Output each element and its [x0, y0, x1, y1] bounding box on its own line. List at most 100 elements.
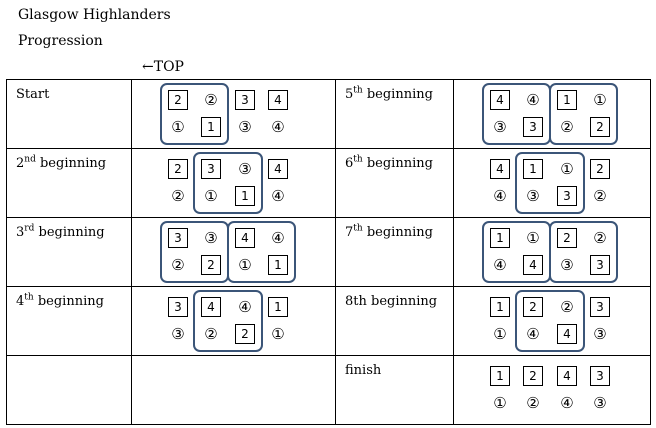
dancer-square: 2 — [590, 159, 610, 179]
dancer-circle: ③ — [238, 160, 252, 178]
dancer-square: 4 — [268, 90, 288, 110]
dancer-square: 4 — [268, 159, 288, 179]
dancer-square: 1 — [268, 297, 288, 317]
dancer-circle: ③ — [493, 118, 507, 136]
dancer-circle: ② — [560, 118, 574, 136]
couple-ring — [227, 221, 296, 283]
dancer-square: 3 — [168, 297, 188, 317]
dancer-circle: ② — [560, 298, 574, 316]
dancer-circle: ④ — [271, 118, 285, 136]
figure-label: 3rd beginning — [16, 223, 105, 240]
dancer-circle: ④ — [526, 325, 540, 343]
dancer-circle: ② — [593, 229, 607, 247]
dancer-circle: ① — [593, 91, 607, 109]
figure-label: 5th beginning — [345, 85, 433, 102]
dancer-circle: ① — [493, 394, 507, 412]
dancer-circle: ④ — [526, 91, 540, 109]
dancer-circle: ③ — [593, 325, 607, 343]
dancer-circle: ④ — [238, 298, 252, 316]
couple-ring — [193, 290, 263, 352]
dancer-circle: ③ — [593, 394, 607, 412]
couple-ring — [193, 152, 263, 214]
team-name: Glasgow Highlanders — [18, 7, 171, 23]
dancer-circle: ③ — [560, 256, 574, 274]
dancer-square: 4 — [523, 255, 543, 275]
dancer-square: 1 — [490, 228, 510, 248]
dancer-square: 2 — [590, 117, 610, 137]
dancer-square: 3 — [590, 366, 610, 386]
dancer-square: 3 — [201, 159, 221, 179]
dancer-square: 2 — [235, 324, 255, 344]
top-indicator: ←TOP — [142, 59, 184, 75]
dancer-square: 4 — [490, 159, 510, 179]
dancer-square: 2 — [168, 159, 188, 179]
dancer-square: 1 — [490, 366, 510, 386]
dancer-square: 4 — [201, 297, 221, 317]
figure-label: 6th beginning — [345, 154, 433, 171]
dancer-square: 4 — [235, 228, 255, 248]
dancer-circle: ③ — [526, 187, 540, 205]
dancer-circle: ③ — [171, 325, 185, 343]
figure-label — [7, 356, 131, 363]
dancer-circle: ① — [493, 325, 507, 343]
dancer-square: 2 — [168, 90, 188, 110]
dancer-square: 2 — [523, 297, 543, 317]
dancer-square: 1 — [523, 159, 543, 179]
dancer-circle: ① — [526, 229, 540, 247]
dancer-figure — [132, 356, 335, 424]
dancer-circle: ① — [238, 256, 252, 274]
dancer-square: 4 — [557, 324, 577, 344]
figure-cell — [131, 355, 336, 425]
dancer-square: 3 — [235, 90, 255, 110]
dancer-circle: ④ — [560, 394, 574, 412]
dancer-circle: ① — [171, 118, 185, 136]
dancer-square: 3 — [168, 228, 188, 248]
progression-subtitle: Progression — [18, 33, 103, 49]
dancer-square: 4 — [557, 366, 577, 386]
dancer-square: 2 — [523, 366, 543, 386]
couple-ring — [515, 152, 585, 214]
couple-ring — [549, 83, 618, 145]
dancer-square: 4 — [490, 90, 510, 110]
dancer-circle: ② — [171, 256, 185, 274]
dancer-circle: ④ — [271, 229, 285, 247]
dancer-circle: ③ — [204, 229, 218, 247]
couple-ring — [549, 221, 618, 283]
dancer-circle: ② — [171, 187, 185, 205]
label-cell: Start — [6, 79, 132, 149]
dancer-square: 1 — [235, 186, 255, 206]
dancer-circle: ② — [204, 91, 218, 109]
dancer-square: 3 — [590, 255, 610, 275]
figure-label: 4th beginning — [16, 292, 104, 309]
figure-label: 2nd beginning — [16, 154, 107, 171]
dancer-circle: ① — [204, 187, 218, 205]
dancer-circle: ④ — [493, 187, 507, 205]
dancer-circle: ② — [526, 394, 540, 412]
label-cell: 4th beginning — [6, 286, 132, 356]
couple-ring — [160, 83, 229, 145]
dancer-square: 1 — [268, 255, 288, 275]
dancer-square: 3 — [557, 186, 577, 206]
couple-ring — [515, 290, 585, 352]
dancer-square: 1 — [557, 90, 577, 110]
dancer-circle: ③ — [238, 118, 252, 136]
